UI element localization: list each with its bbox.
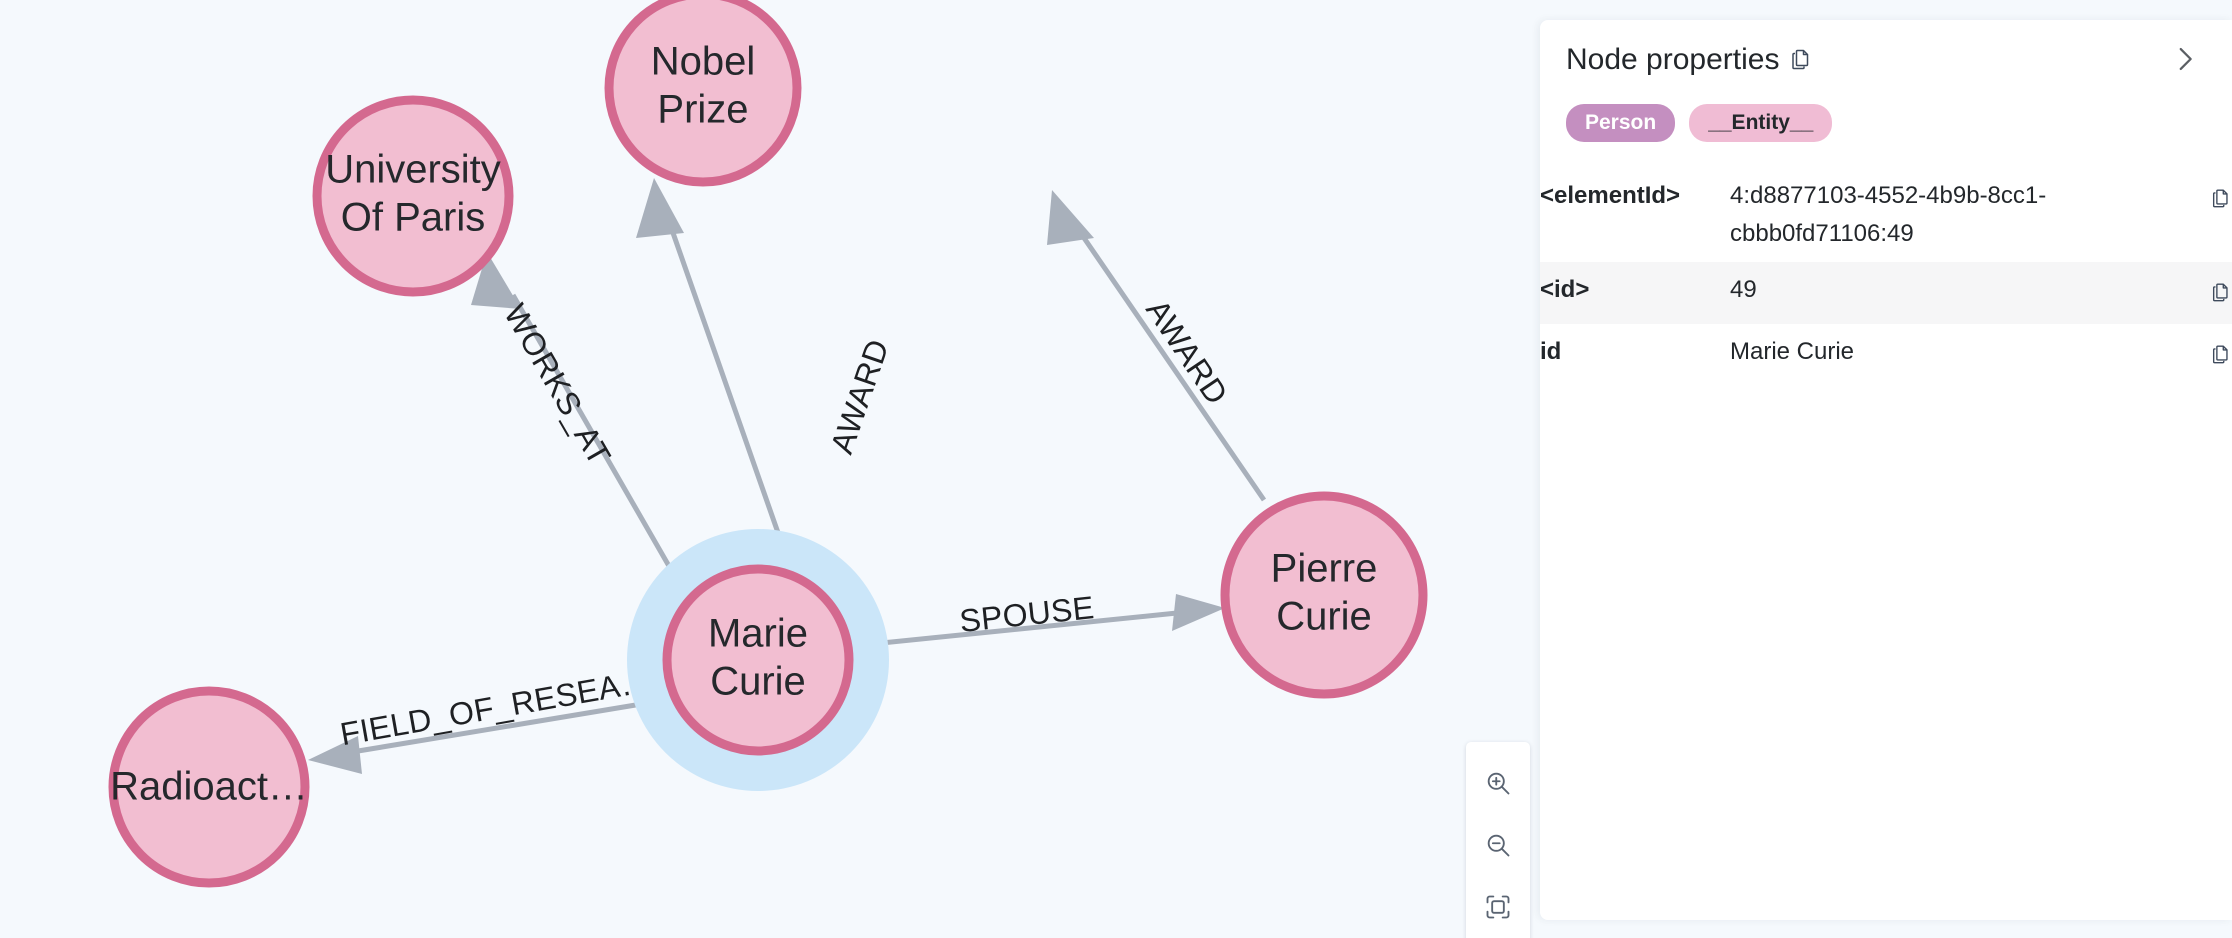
node-label-line1: University [325, 148, 501, 192]
copy-glyph [2212, 345, 2228, 364]
relationship-arrowhead [1047, 190, 1094, 245]
property-value: 4:d8877103-4552-4b9b-8cc1-cbbb0fd71106:4… [1730, 182, 2047, 247]
relationship-label-field-of-research: FIELD_OF_RESEA… [338, 662, 655, 752]
node-properties-panel: Node properties Person __Entity__ [1540, 20, 2232, 920]
property-copy-cell [2174, 168, 2232, 262]
table-row: <elementId> 4:d8877103-4552-4b9b-8cc1-cb… [1540, 168, 2232, 262]
panel-header: Node properties [1540, 20, 2232, 80]
copy-icon[interactable] [2210, 339, 2232, 377]
page-title: Node properties [1566, 43, 1780, 76]
copy-glyph [2212, 283, 2228, 302]
fit-to-screen-button[interactable] [1467, 876, 1529, 938]
copy-glyph [1792, 49, 1809, 70]
graph-svg[interactable]: WORKS_AT AWARD AWARD [0, 0, 1540, 938]
copy-icon[interactable] [1789, 47, 1813, 71]
node-label-line2: Prize [657, 88, 748, 132]
node-layer: University Of Paris Nobel Prize Radioact… [108, 0, 1428, 888]
zoom-controls [1466, 742, 1530, 938]
zoom-out-icon [1487, 834, 1510, 857]
node-label-line1: Nobel [651, 40, 756, 84]
relationship-line[interactable] [851, 610, 1178, 649]
property-value: 49 [1730, 276, 1757, 303]
property-key: <elementId> [1540, 182, 1681, 209]
relationship-label-spouse: SPOUSE [958, 589, 1096, 639]
relationship-label-works-at: WORKS_AT [497, 298, 618, 472]
property-copy-cell [2174, 324, 2232, 386]
node-label-line2: Curie [710, 660, 806, 704]
node-label-line1: Pierre [1271, 547, 1378, 591]
node-label-line2: Of Paris [341, 196, 485, 240]
copy-glyph [2212, 189, 2228, 208]
node-circle[interactable] [108, 686, 310, 888]
node-circle[interactable] [312, 95, 514, 297]
copy-icon[interactable] [2210, 183, 2232, 221]
relationship-spouse[interactable]: SPOUSE [851, 589, 1225, 649]
relationship-field-of-research[interactable]: FIELD_OF_RESEA… [308, 662, 667, 774]
node-circle[interactable] [604, 0, 802, 187]
node-label-chip-person[interactable]: Person [1566, 104, 1676, 142]
node-labels: Person __Entity__ [1540, 80, 2232, 142]
node-circle[interactable] [1220, 491, 1428, 699]
relationship-works-at[interactable]: WORKS_AT [471, 252, 680, 582]
node-label-line1: Marie [708, 612, 808, 656]
table-row: id Marie Curie [1540, 324, 2232, 386]
relationship-arrowhead [636, 178, 684, 238]
properties-table: <elementId> 4:d8877103-4552-4b9b-8cc1-cb… [1540, 168, 2232, 386]
relationship-arrowhead [308, 736, 362, 774]
relationship-label-award-pierre: AWARD [1139, 293, 1235, 411]
property-copy-cell [2174, 262, 2232, 324]
fit-to-screen-icon [1486, 895, 1510, 919]
relationship-line[interactable] [351, 697, 667, 755]
node-label-chip-entity[interactable]: __Entity__ [1689, 104, 1833, 142]
relationship-award-pierre[interactable]: AWARD [1047, 190, 1267, 502]
relationship-arrowhead [1172, 594, 1225, 631]
chevron-right-icon [2179, 47, 2192, 71]
copy-icon[interactable] [2210, 277, 2232, 315]
node-circle[interactable] [662, 564, 854, 756]
collapse-panel-button[interactable] [2164, 38, 2206, 80]
graph-canvas[interactable]: WORKS_AT AWARD AWARD [0, 0, 1540, 938]
node-marie-curie[interactable]: Marie Curie [627, 529, 889, 791]
zoom-out-button[interactable] [1467, 814, 1529, 876]
property-key: <id> [1540, 276, 1590, 303]
relationship-line[interactable] [1079, 233, 1267, 502]
node-label-line1: Radioact… [110, 765, 308, 809]
node-nobel-prize[interactable]: Nobel Prize [604, 0, 802, 187]
zoom-in-icon [1487, 772, 1510, 795]
property-value: Marie Curie [1730, 338, 1855, 365]
node-label-line2: Curie [1276, 595, 1372, 639]
node-radioactivity[interactable]: Radioact… [108, 686, 310, 888]
zoom-in-button[interactable] [1467, 752, 1529, 814]
property-key: id [1540, 338, 1562, 365]
relationship-line[interactable] [669, 229, 793, 568]
relationship-label-award-marie: AWARD [823, 335, 896, 459]
relationship-award-marie[interactable]: AWARD [636, 178, 896, 568]
table-row: <id> 49 [1540, 262, 2232, 324]
node-university-of-paris[interactable]: University Of Paris [312, 95, 514, 297]
relationship-line[interactable] [510, 293, 680, 582]
node-pierre-curie[interactable]: Pierre Curie [1220, 491, 1428, 699]
